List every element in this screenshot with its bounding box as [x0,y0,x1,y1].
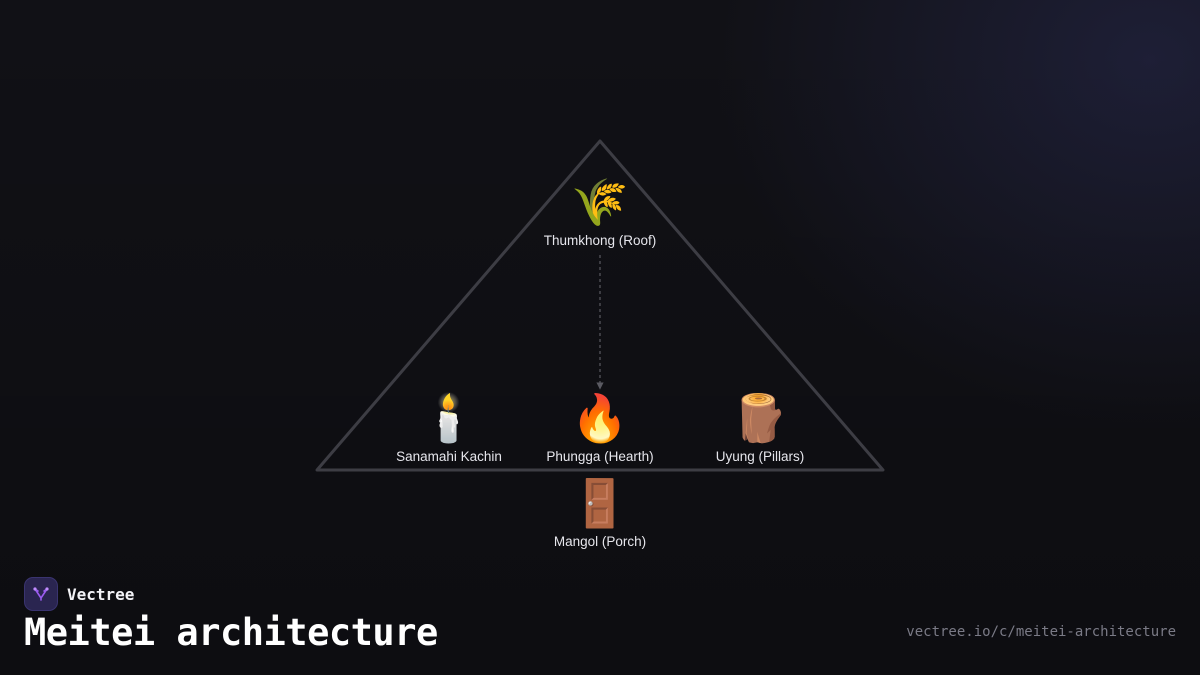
brand-name: Vectree [67,584,135,604]
brand[interactable]: Vectree [24,577,134,611]
node-label: Mangol (Porch) [553,534,647,549]
tree-branch-icon [33,587,49,601]
sheaf-of-rice-icon: 🌾 [571,176,629,228]
page-title: Meitei architecture [24,611,438,654]
node-label: Phungga (Hearth) [546,449,654,464]
vectree-logo-icon [24,577,58,611]
node-mangol-porch[interactable]: 🚪 Mangol (Porch) [500,476,700,549]
house-triangle-outline [315,139,885,472]
node-thumkhong-roof[interactable]: 🌾 Thumkhong (Roof) [500,175,700,248]
candle-icon: 🕯️ [420,392,478,444]
wood-log-icon: 🪵 [731,392,789,444]
fire-icon: 🔥 [571,392,629,444]
node-sanamahi-kachin[interactable]: 🕯️ Sanamahi Kachin [349,391,549,464]
node-phungga-hearth[interactable]: 🔥 Phungga (Hearth) [500,391,700,464]
node-label: Thumkhong (Roof) [543,233,657,248]
door-icon: 🚪 [571,477,629,529]
node-label: Uyung (Pillars) [715,449,805,464]
node-uyung-pillars[interactable]: 🪵 Uyung (Pillars) [660,391,860,464]
node-label: Sanamahi Kachin [396,449,502,464]
page-url[interactable]: vectree.io/c/meitei-architecture [906,624,1176,640]
